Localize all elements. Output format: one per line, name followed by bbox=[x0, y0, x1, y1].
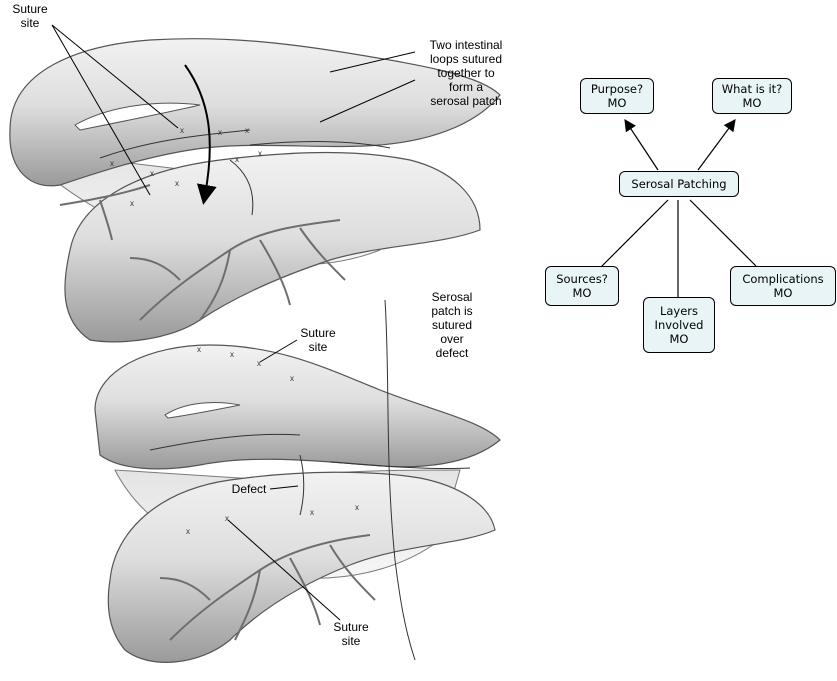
svg-text:x: x bbox=[258, 149, 262, 158]
suture-site-label-top: Suture site bbox=[12, 2, 48, 30]
link-to-complications bbox=[689, 199, 757, 267]
svg-text:x: x bbox=[355, 503, 359, 512]
illustration-drawing: x x x x x x x x x bbox=[9, 24, 501, 663]
svg-text:x: x bbox=[310, 508, 314, 517]
intestinal-loops-illustration: x x x x x x x x x bbox=[9, 2, 503, 663]
loop-lumen-fold-bottom bbox=[164, 401, 241, 419]
mesenteric-vessels-top bbox=[59, 184, 346, 321]
svg-text:x: x bbox=[245, 126, 249, 135]
link-to-what-is-it bbox=[697, 119, 736, 171]
defect-label: Defect bbox=[231, 482, 267, 496]
svg-text:x: x bbox=[197, 345, 201, 354]
svg-text:x: x bbox=[230, 350, 234, 359]
svg-text:x: x bbox=[235, 155, 239, 164]
top-figure: x x x x x x x x x bbox=[9, 24, 501, 343]
svg-text:x: x bbox=[150, 169, 154, 178]
upper-loop-bottom bbox=[94, 344, 501, 470]
suture-line-bottom bbox=[149, 299, 471, 661]
suture-site-label-bottom: Suture site bbox=[333, 620, 369, 648]
leader-lines-top bbox=[51, 24, 416, 196]
link-to-sources bbox=[599, 199, 669, 269]
mesenteric-vessels-bottom bbox=[159, 534, 376, 641]
suture-line-top bbox=[99, 129, 391, 216]
suture-marks-bottom: x x x x x x x x bbox=[186, 345, 359, 536]
node-what-is-it[interactable]: What is it? MO bbox=[712, 78, 792, 114]
node-sources[interactable]: Sources? MO bbox=[545, 266, 619, 306]
concept-map: Purpose? MO What is it? MO Serosal Patch… bbox=[540, 60, 837, 370]
two-loops-label: Two intestinal loops sutured together to… bbox=[429, 38, 503, 108]
svg-text:x: x bbox=[180, 126, 184, 135]
node-purpose[interactable]: Purpose? MO bbox=[580, 78, 654, 114]
svg-text:x: x bbox=[218, 128, 222, 137]
suture-site-label-mid: Suture site bbox=[300, 326, 336, 354]
upper-loop bbox=[9, 38, 501, 187]
svg-text:x: x bbox=[130, 199, 134, 208]
svg-text:x: x bbox=[186, 527, 190, 536]
concept-map-links bbox=[599, 118, 757, 298]
svg-text:x: x bbox=[110, 159, 114, 168]
node-serosal-patching[interactable]: Serosal Patching bbox=[619, 171, 739, 197]
serosal-patch-label: Serosal patch is sutured over defect bbox=[431, 290, 473, 360]
leader-lines-bottom bbox=[227, 339, 341, 621]
svg-text:x: x bbox=[225, 514, 229, 523]
svg-text:x: x bbox=[290, 374, 294, 383]
link-to-purpose bbox=[624, 118, 659, 171]
svg-text:x: x bbox=[257, 359, 261, 368]
node-layers-involved[interactable]: Layers Involved MO bbox=[643, 297, 715, 353]
svg-text:x: x bbox=[175, 179, 179, 188]
bottom-figure: x x x x x x x x bbox=[94, 299, 501, 663]
suture-marks-top: x x x x x x x x x bbox=[110, 126, 262, 208]
node-complications[interactable]: Complications MO bbox=[730, 266, 836, 306]
lower-loop-bottom bbox=[107, 471, 496, 663]
fold-arrow bbox=[184, 64, 217, 205]
